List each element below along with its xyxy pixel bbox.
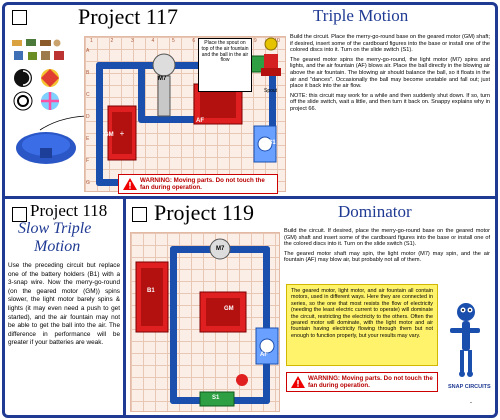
label-s1-119: S1 (212, 395, 220, 401)
warning-icon (291, 376, 305, 388)
project-119-title: Project 119 (154, 200, 254, 225)
label-af-117: AF (196, 118, 204, 124)
project-119-name: Dominator (338, 202, 412, 221)
project-119-warning-text: WARNING: Moving parts. Do not touch the … (308, 375, 433, 389)
divider-118-right (123, 196, 126, 418)
air-fountain-illustration (254, 36, 288, 86)
row-label: C (86, 92, 90, 98)
svg-text:+: + (120, 129, 125, 138)
project-118-text: Use the preceding circuit but replace on… (8, 262, 120, 347)
page-number: - (470, 400, 472, 406)
row-label: A (86, 48, 90, 54)
colored-discs (12, 68, 72, 112)
label-af-119: AF (260, 352, 268, 358)
project-118-checkbox[interactable] (12, 207, 27, 222)
label-m7-117: M7 (158, 76, 167, 82)
row-labels-117: A B C D E F G (86, 48, 90, 186)
label-gm-119: GM (224, 306, 234, 312)
project-119-paragraph: The geared motor shaft may spin, the lig… (284, 250, 490, 264)
col-label: 10 (274, 38, 280, 44)
merry-go-round-base (14, 128, 78, 168)
col-label: 5 (171, 38, 175, 44)
project-117-paragraph: The geared motor spins the merry-go-roun… (290, 56, 490, 90)
spout-label: Spout (264, 88, 278, 94)
spout-note: Place the spout on top of the air founta… (198, 38, 252, 92)
circuit-117: + (96, 53, 277, 188)
col-label: 2 (110, 38, 114, 44)
project-117-name: Triple Motion (313, 6, 409, 25)
project-119-checkbox[interactable] (132, 207, 147, 222)
col-label: 1 (90, 38, 93, 44)
col-label: 4 (151, 38, 155, 44)
row-label: F (86, 158, 90, 164)
snappy-mascot-icon (446, 300, 490, 380)
snap-circuits-logo: SNAP CIRCUITS (448, 384, 491, 390)
project-117-checkbox[interactable] (12, 10, 27, 25)
row-label: D (86, 114, 90, 120)
col-label: 3 (130, 38, 134, 44)
project-117-text: Build the circuit. Place the merry-go-ro… (290, 34, 490, 116)
col-label: 9 (253, 38, 257, 44)
label-b1-119: B1 (147, 288, 155, 294)
project-119-note: The geared motor, light motor, and air f… (286, 284, 438, 366)
label-gm-117: GM (104, 132, 114, 138)
project-118-title: Project 118 (30, 201, 108, 220)
warning-icon (123, 178, 137, 190)
project-119-warning: WARNING: Moving parts. Do not touch the … (286, 372, 438, 392)
label-m7-119: M7 (216, 246, 225, 252)
divider-117-bottom (2, 196, 498, 199)
project-119-paragraph: Build the circuit. If desired, place the… (284, 228, 490, 248)
row-label: B (86, 70, 90, 76)
row-label: E (86, 136, 90, 142)
col-label: 6 (192, 38, 196, 44)
row-label: G (86, 180, 90, 186)
label-b1-117: B1 (268, 140, 276, 146)
project-118-name-line2: Motion (34, 238, 81, 255)
project-117-warning-text: WARNING: Moving parts. Do not touch the … (140, 177, 265, 191)
project-117-title: Project 117 (78, 4, 178, 29)
project-119-text: Build the circuit. If desired, place the… (284, 228, 490, 267)
project-118-name-line1: Slow Triple (18, 220, 92, 237)
circuit-119 (135, 238, 279, 407)
cardboard-figures (10, 38, 68, 64)
project-117-paragraph: Build the circuit. Place the merry-go-ro… (290, 34, 490, 54)
project-117-paragraph: NOTE: this circuit may work for a while … (290, 92, 490, 112)
project-117-warning: WARNING: Moving parts. Do not touch the … (118, 174, 278, 194)
